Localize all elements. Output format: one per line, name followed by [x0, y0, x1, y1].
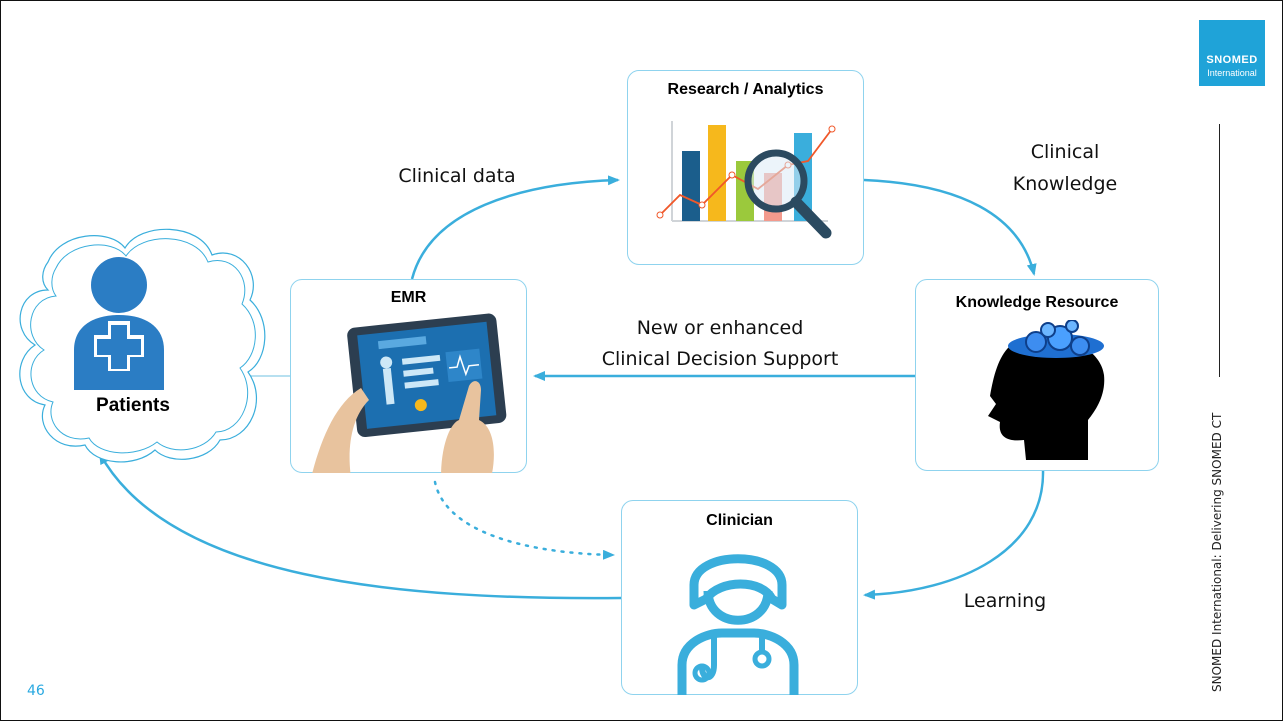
clinician-node[interactable]: Clinician	[621, 500, 858, 695]
emr-title: EMR	[390, 289, 427, 306]
logo-text-main: SNOMED	[1206, 54, 1258, 66]
arrow-clinician-to-patients	[98, 452, 622, 600]
emr-node[interactable]: EMR	[290, 279, 527, 473]
logo-text-sub: International	[1207, 68, 1257, 78]
arrow-research-to-knowledge	[863, 178, 1037, 276]
page-number: 46	[27, 683, 45, 699]
sidebar-caption: SNOMED International: Delivering SNOMED …	[1210, 412, 1224, 692]
head-gears-icon	[988, 320, 1105, 460]
clinician-title: Clinician	[706, 512, 773, 529]
analytics-chart-icon	[656, 121, 836, 239]
label-clinical-knowledge-line2: Knowledge	[1012, 173, 1118, 195]
knowledge-resource-node[interactable]: Knowledge Resource	[915, 279, 1159, 471]
arrow-emr-to-clinician-dotted	[433, 480, 615, 560]
label-clinical-knowledge-line1: Clinical	[1030, 141, 1100, 163]
arrow-emr-to-research	[410, 175, 620, 280]
research-analytics-title: Research / Analytics	[667, 81, 824, 98]
tablet-icon	[312, 313, 507, 473]
knowledge-resource-title: Knowledge Resource	[955, 294, 1119, 311]
snomed-logo: SNOMED International	[1199, 20, 1265, 86]
label-clinical-data: Clinical data	[398, 165, 516, 187]
label-cds-line2: Clinical Decision Support	[601, 348, 839, 370]
clinician-icon	[677, 554, 799, 695]
label-learning: Learning	[963, 590, 1047, 612]
arrow-knowledge-to-clinician	[863, 469, 1045, 600]
sidebar-divider	[1219, 124, 1220, 377]
patients-label: Patients	[96, 395, 170, 416]
research-analytics-node[interactable]: Research / Analytics	[627, 70, 864, 265]
label-cds-line1: New or enhanced	[636, 317, 804, 339]
